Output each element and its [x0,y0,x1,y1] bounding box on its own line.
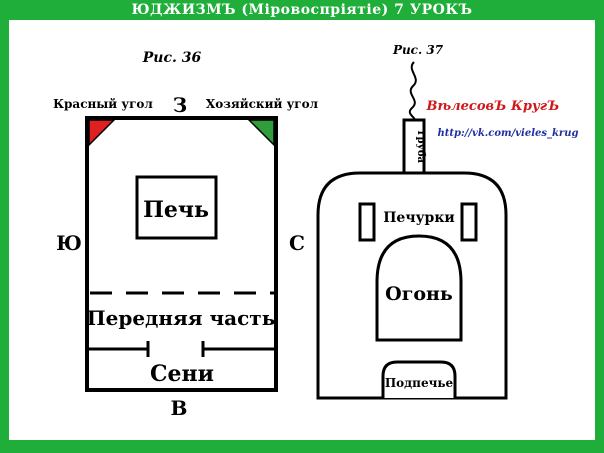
pechurki-label: Печурки [383,210,455,226]
master-corner [247,119,275,147]
stove-label: Печь [143,197,209,223]
red-corner [88,119,116,147]
page-title: ЮДЖИЗМЪ (Міровоспріятіе) 7 УРОКЪ [131,2,473,18]
podpeche-niche [381,360,457,398]
podpeche-label: Подпечье [385,376,454,390]
firebox [375,234,463,342]
front-label: Передняя часть [87,306,276,330]
watermark-url[interactable]: http://vk.com/vieles_krug [438,128,579,139]
stove-box [135,175,218,240]
direction-east: С [289,231,305,255]
direction-north: З [173,93,187,117]
smoke-line [408,61,417,121]
figure37-caption: Рис. 37 [392,43,444,57]
chimney-label: Труба [415,129,426,164]
red-corner-label: Красный угол [53,97,153,111]
fire-label: Огонь [385,283,453,305]
figure36-caption: Рис. 36 [142,50,202,66]
house-outline [85,116,278,392]
direction-west: Ю [56,231,82,255]
pechurka-right [460,202,478,242]
entry-label: Сени [150,361,214,387]
watermark-name: ВѣлесовЪ КругЪ [426,99,560,114]
pechurka-left [358,202,376,242]
direction-south: В [171,396,188,420]
master-corner-label: Хозяйский угол [206,97,319,111]
